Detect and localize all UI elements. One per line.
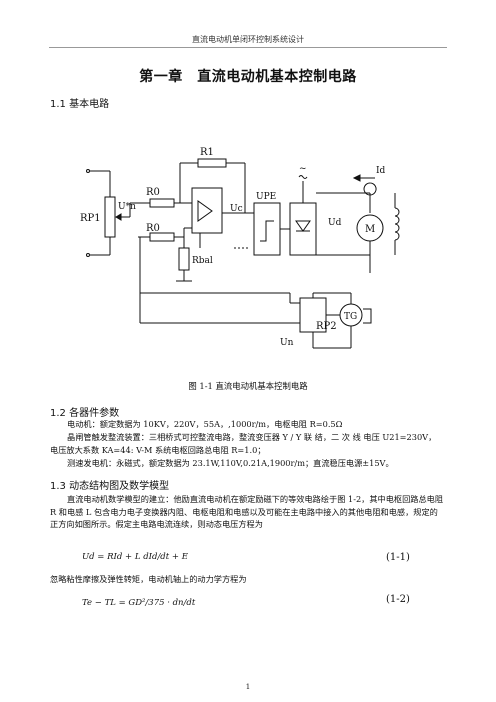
- chapter-title: 第一章 直流电动机基本控制电路: [139, 69, 357, 85]
- section-1-3-heading: 1.3 动态结构图及数学模型: [50, 481, 170, 492]
- page-number: 1: [245, 683, 251, 691]
- label-rp1: RP1: [80, 213, 101, 224]
- equation-1-1: Ud = RId + L dId/dt + E: [82, 552, 188, 562]
- param-motor: 电动机：额定数据为 10KV，220V，55A，,1000r/m，电枢电阻 R=…: [67, 419, 343, 429]
- label-r1: R1: [200, 147, 214, 158]
- label-motor: M: [365, 224, 375, 235]
- label-r0-bottom: R0: [146, 223, 160, 234]
- label-un-star: U*n: [118, 202, 136, 212]
- label-ud: Ud: [328, 218, 342, 228]
- label-rp2: RP2: [316, 321, 337, 332]
- label-tilde: ~: [299, 164, 307, 174]
- equation-1-2: Te − TL = GD²/375 · dn/dt: [82, 598, 196, 608]
- header-rule: [49, 47, 447, 48]
- label-un: Un: [280, 338, 294, 348]
- param-tachometer: 测速发电机：永磁式，额定数据为 23.1W,110V,0.21A,1900r/m…: [67, 458, 394, 468]
- label-upe: UPE: [256, 192, 276, 202]
- equation-1-2-number: (1-2): [386, 594, 410, 605]
- label-uc: Uc: [230, 204, 243, 214]
- section-1-1-heading: 1.1 基本电路: [50, 99, 110, 110]
- equation-1-1-number: (1-1): [386, 552, 410, 563]
- label-tg: TG: [344, 312, 357, 322]
- section-1-2-heading: 1.2 各器件参数: [50, 408, 120, 419]
- circuit-diagram: R1 R0 R0 Rbal RP1 RP2 U*n Un Uc Ud Id UP…: [80, 147, 400, 349]
- figure-caption: 图 1-1 直流电动机基本控制电路: [188, 381, 308, 391]
- label-rbal: Rbal: [192, 256, 213, 266]
- model-paragraph: 直流电动机数学模型的建立：他励直流电动机在额定励磁下的等效电路绘于图 1-2，其…: [50, 494, 444, 529]
- friction-paragraph: 忽略粘性摩擦及弹性转矩，电动机轴上的动力学方程为: [50, 574, 247, 584]
- label-id: Id: [376, 166, 386, 176]
- label-r0-top: R0: [146, 187, 160, 198]
- running-header: 直流电动机单闭环控制系统设计: [192, 35, 304, 44]
- param-rectifier: 晶闸管触发整流装置：三相桥式可控整流电路，整流变压器 Y / Y 联 结，二 次…: [50, 432, 437, 455]
